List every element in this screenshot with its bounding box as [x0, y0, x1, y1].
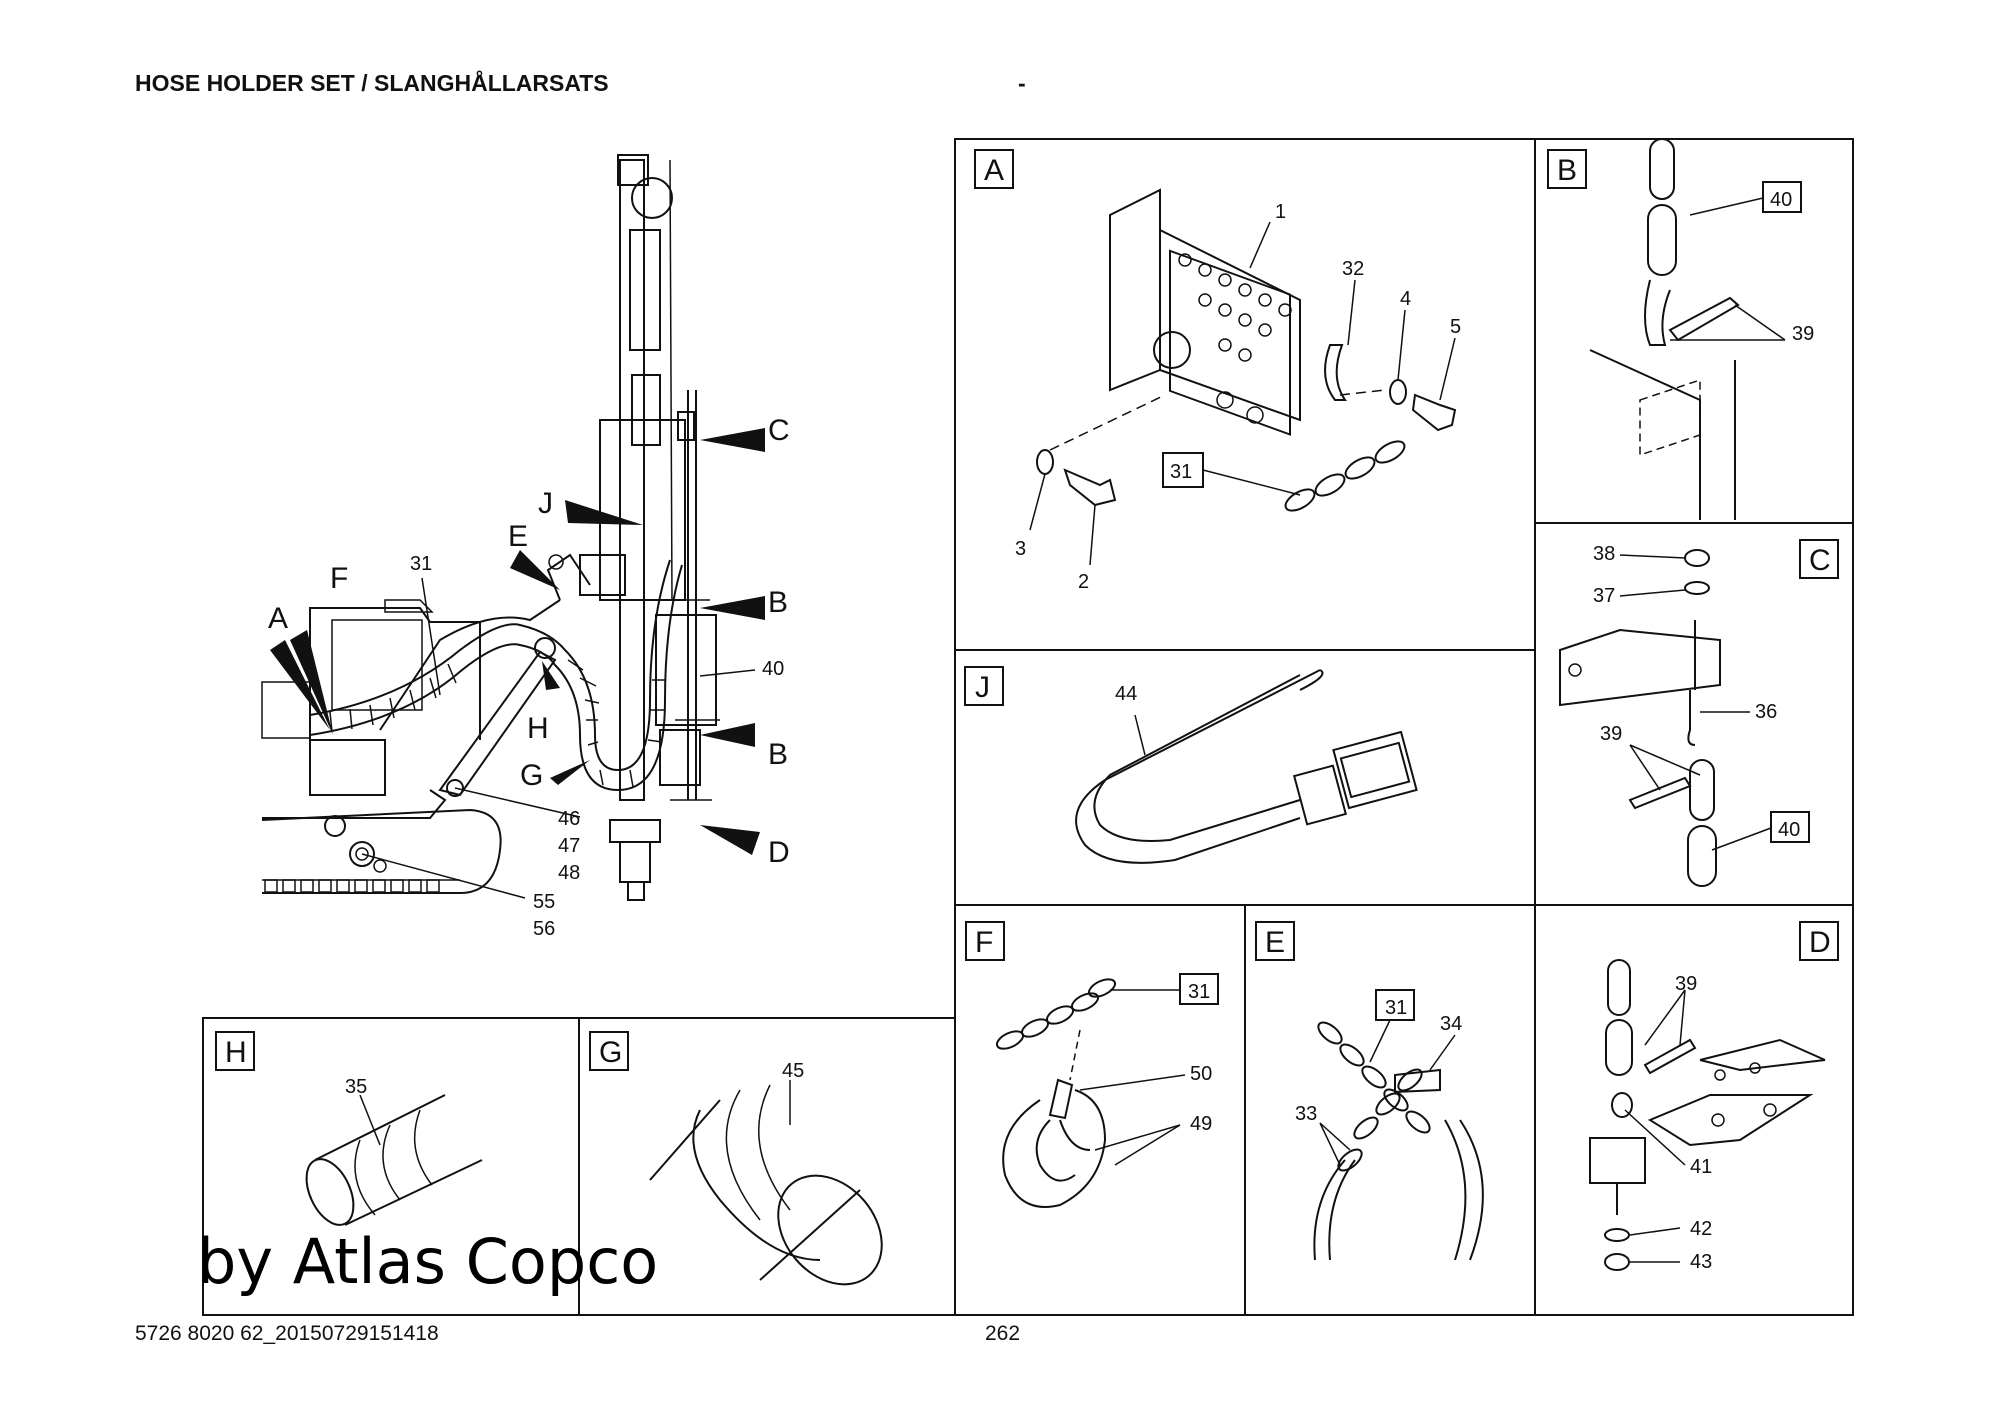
panel-h: H 35 [215, 1031, 483, 1226]
panel-b-callout-40: 40 [1770, 189, 1792, 211]
callout-56: 56 [533, 918, 555, 940]
callout-31: 31 [410, 553, 432, 575]
panel-e: E 31 34 33 [1255, 921, 1484, 1261]
panel-e-letter: E [1265, 926, 1285, 959]
panel-j: J 44 [964, 666, 1418, 864]
watermark: by Atlas Copco [197, 1225, 659, 1298]
panel-e-callout-34: 34 [1440, 1013, 1462, 1035]
page-title: HOSE HOLDER SET / SLANGHÅLLARSATS [135, 70, 609, 96]
panel-d-callout-43: 43 [1690, 1251, 1712, 1273]
panel-c-callout-38: 38 [1593, 543, 1615, 565]
panel-a-callout-32: 32 [1342, 258, 1364, 280]
callout-55: 55 [533, 891, 555, 913]
pointer-label-b-upper: B [768, 586, 788, 619]
panel-f-callout-49: 49 [1190, 1113, 1212, 1135]
panel-d-callout-42: 42 [1690, 1218, 1712, 1240]
callout-48: 48 [558, 862, 580, 884]
panel-c-callout-36: 36 [1755, 701, 1777, 723]
panel-e-callout-33: 33 [1295, 1103, 1317, 1125]
pointer-label-e: E [508, 520, 528, 553]
panel-e-callout-31: 31 [1385, 997, 1407, 1019]
panel-f-callout-31: 31 [1188, 981, 1210, 1003]
panel-f-callout-50: 50 [1190, 1063, 1212, 1085]
view-pointer-arrows [270, 428, 765, 855]
panel-a-callout-3: 3 [1015, 538, 1026, 560]
panel-g-letter: G [599, 1036, 622, 1069]
pointer-label-a: A [268, 602, 288, 635]
panel-a-callout-4: 4 [1400, 288, 1411, 310]
panel-a: A [974, 149, 1461, 593]
pointer-label-d: D [768, 836, 790, 869]
callout-46: 46 [558, 808, 580, 830]
pointer-label-f: F [330, 562, 348, 595]
panel-j-callout-44: 44 [1115, 683, 1137, 705]
overview-callouts: 31 40 46 47 48 55 56 [410, 553, 784, 940]
callout-47: 47 [558, 835, 580, 857]
panel-d-letter: D [1809, 926, 1831, 959]
panel-c-callout-39: 39 [1600, 723, 1622, 745]
panel-c-callout-40: 40 [1778, 819, 1800, 841]
panel-a-callout-1: 1 [1275, 201, 1286, 223]
pointer-label-b-lower: B [768, 738, 788, 771]
panel-c: C 38 37 36 39 40 [1559, 539, 1839, 887]
pointer-label-j: J [538, 487, 553, 520]
rig-overview-drawing [261, 154, 765, 901]
document-number: 5726 8020 62_20150729151418 [135, 1322, 439, 1345]
header-dash: - [1018, 70, 1026, 96]
panel-c-callout-37: 37 [1593, 585, 1615, 607]
panel-frames [202, 138, 1854, 1316]
panel-d-callout-41: 41 [1690, 1156, 1712, 1178]
pointer-label-c: C [768, 414, 790, 447]
callout-40: 40 [762, 658, 784, 680]
pointer-label-g: G [520, 759, 543, 792]
overview-pointer-labels: A F E J H G C B B D [268, 414, 790, 869]
panel-b-letter: B [1557, 154, 1577, 187]
panel-a-callout-5: 5 [1450, 316, 1461, 338]
panel-d-callout-39: 39 [1675, 973, 1697, 995]
panel-h-callout-35: 35 [345, 1076, 367, 1098]
panel-f-letter: F [975, 926, 993, 959]
panel-c-letter: C [1809, 544, 1831, 577]
panel-a-letter: A [984, 154, 1004, 187]
panel-d: D 39 41 42 43 [1589, 921, 1839, 1273]
panel-b: B 40 39 [1547, 138, 1814, 520]
panel-a-callout-31: 31 [1170, 461, 1192, 483]
panel-g: G 45 [589, 1031, 883, 1286]
pointer-label-h: H [527, 712, 549, 745]
panel-h-letter: H [225, 1036, 247, 1069]
panel-f: F 31 50 49 [965, 921, 1219, 1208]
page-number: 262 [985, 1322, 1021, 1345]
panel-j-letter: J [975, 671, 990, 704]
panel-a-callout-2: 2 [1078, 571, 1089, 593]
panel-g-callout-45: 45 [782, 1060, 804, 1082]
panel-b-callout-39: 39 [1792, 323, 1814, 345]
